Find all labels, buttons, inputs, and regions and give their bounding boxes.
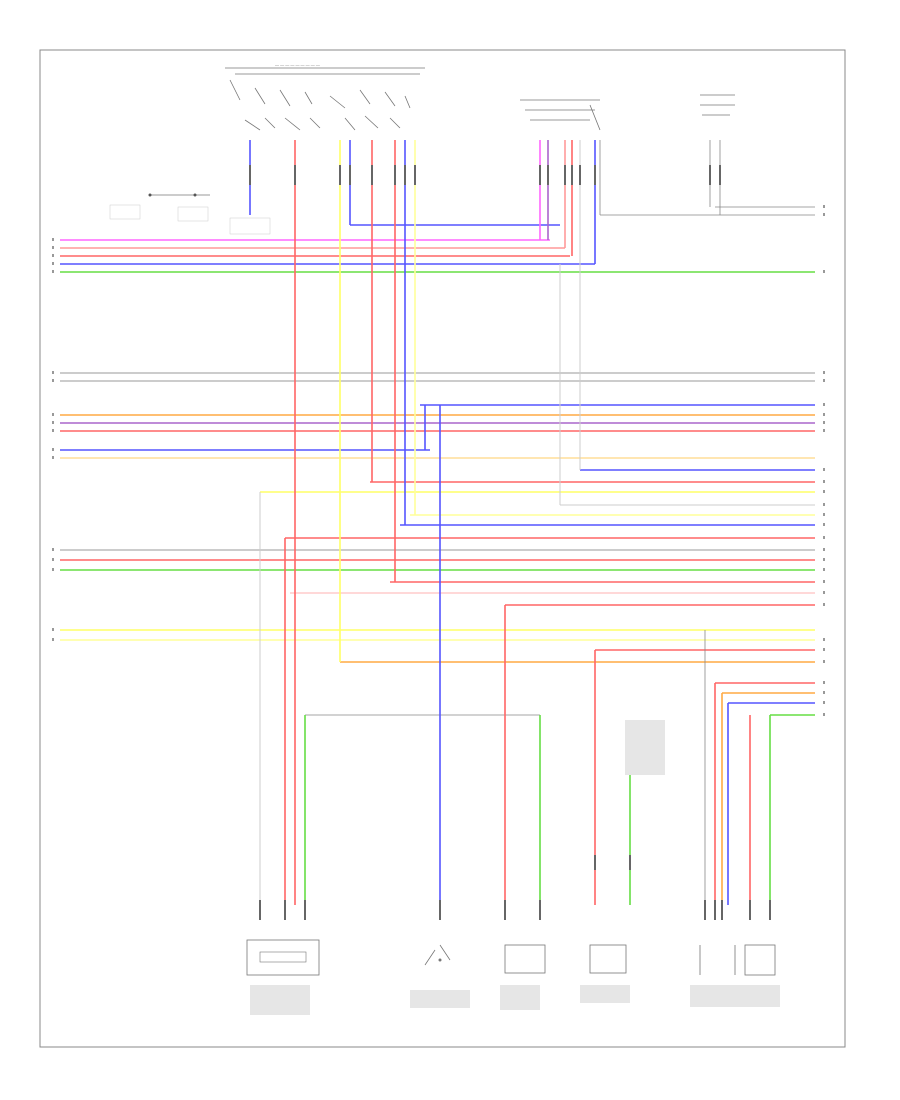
clutch-sensors — [699, 944, 776, 976]
transmission-fluid-temp-switch — [424, 944, 451, 966]
label-placeholders — [250, 720, 780, 1015]
horizontal-wires — [60, 206, 815, 716]
ground-symbol — [109, 193, 271, 235]
svg-text:— — — — — — — — —: — — — — — — — — — — [275, 62, 320, 67]
diagram-border — [39, 49, 846, 1048]
rpm-sensor — [504, 944, 546, 974]
right-top-connector — [520, 94, 735, 131]
connector-pins — [249, 165, 771, 920]
transfer-case-sensor — [589, 944, 627, 974]
vertical-wires — [249, 140, 771, 905]
transmission-control-module — [246, 939, 320, 976]
top-connector: — — — — — — — — — — [225, 62, 425, 131]
wire-end-markers — [52, 205, 825, 716]
